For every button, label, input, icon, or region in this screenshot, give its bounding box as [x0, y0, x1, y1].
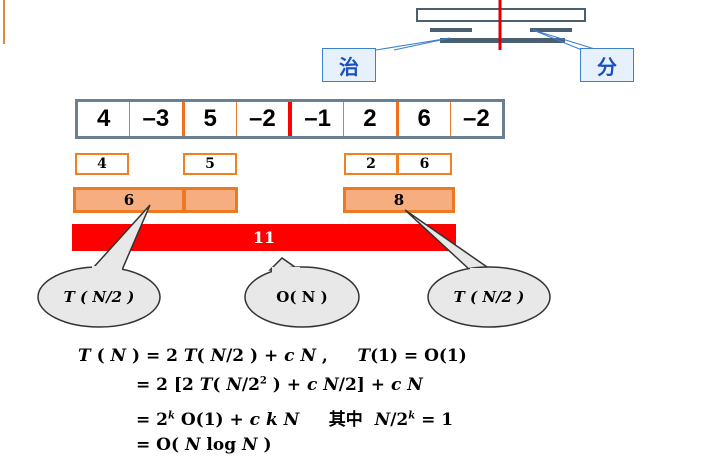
right-sum-box: 8 — [343, 187, 455, 213]
array-cell: –3 — [130, 102, 185, 136]
left-bubble-tail — [91, 204, 151, 271]
left-bubble-text: T ( N/2 ) — [63, 288, 135, 306]
array-cell: –2 — [463, 105, 490, 132]
array-cell: –2 — [237, 102, 292, 136]
array-cell: 6 — [399, 102, 451, 136]
right-best-box: 6 — [397, 153, 452, 175]
right-bubble — [427, 266, 551, 328]
conquer-label: 治 — [322, 48, 376, 82]
array-cell: 4 — [78, 102, 131, 136]
divide-label: 分 — [580, 48, 634, 82]
slide-edge-line — [3, 0, 5, 44]
array-cell: 5 — [185, 102, 237, 136]
schematic-right-half — [530, 28, 572, 32]
middle-bubble-text: O( N ) — [276, 288, 328, 306]
input-array: 4 –3 5 –2 –1 2 6 –2 — [75, 99, 505, 139]
array-cell: –1 — [292, 102, 345, 136]
divide-pointer-2 — [532, 29, 599, 51]
recurrence-line-2: = 2 [2 T( N/22 ) + c N/2] + c N — [136, 375, 423, 395]
divide-conquer-schematic — [375, 0, 599, 51]
left-best-box: 4 — [75, 153, 129, 175]
recurrence-line-4: = O( N log N ) — [136, 435, 272, 455]
schematic-left-half — [430, 28, 472, 32]
left-sum-extension — [183, 187, 238, 213]
conquer-pointer — [375, 37, 451, 51]
array-cell: 2 — [344, 102, 399, 136]
recurrence-line-3: = 2k O(1) + c k N 其中 N/2k = 1 — [136, 410, 454, 430]
right-bubble-text: T ( N/2 ) — [453, 288, 525, 306]
middle-bubble — [244, 266, 360, 328]
right-bubble-tail — [404, 209, 501, 277]
schematic-merge-bar — [440, 38, 565, 43]
divide-pointer — [532, 29, 583, 51]
left-best-box: 5 — [183, 153, 237, 175]
recurrence-line-1: T ( N ) = 2 T( N/2 ) + c N , T(1) = O(1) — [78, 346, 467, 366]
left-sum-box: 6 — [73, 187, 185, 213]
conquer-pointer-2 — [393, 37, 451, 51]
